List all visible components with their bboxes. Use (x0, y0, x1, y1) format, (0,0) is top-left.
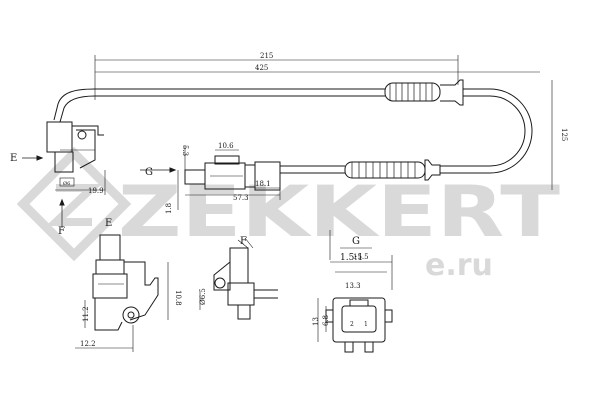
dim-12-2: 12.2 (80, 340, 96, 348)
dim-bracket: Ø6 (63, 180, 70, 187)
dim-10-6: 10.6 (218, 142, 234, 150)
dim-13: 13 (312, 317, 320, 326)
pin-labels: 2 1 (350, 321, 368, 328)
pin-1: 1 (364, 321, 368, 328)
dim-6-8: 6.8 (322, 315, 330, 326)
dim-18-1: 18.1 (255, 180, 271, 188)
watermark-brand: ZEKKERT (118, 171, 560, 253)
dim-5-3: 5.3 (181, 145, 189, 156)
dim-15-5: 15.5 (353, 253, 369, 261)
watermark-logo (16, 146, 132, 262)
view-g-connector (317, 230, 393, 353)
view-title-g: G (352, 236, 360, 247)
view-f-sensor (199, 237, 278, 320)
arrow-label-e: E (10, 153, 17, 164)
view-labels: E G F E F G 1.5:1 (10, 153, 363, 263)
dim-215: 215 (260, 52, 273, 60)
dimension-labels: 215 425 125 10.6 5.3 18.1 57.3 1.8 19.9 … (63, 52, 568, 348)
arrow-label-g: G (145, 167, 153, 178)
dim-19-9: 19.9 (88, 187, 104, 195)
view-e-sensor (75, 234, 169, 352)
dim-13-3: 13.3 (345, 282, 361, 290)
dim-425: 425 (255, 64, 268, 72)
view-scale-g: 1.5:1 (340, 253, 363, 263)
arrow-label-f: F (58, 226, 65, 237)
dim-125: 125 (560, 128, 568, 141)
dim-phi-6-5: Ø6.5 (199, 288, 207, 305)
main-sensor-cable (22, 55, 553, 228)
watermark-url: e.ru (425, 248, 493, 283)
dim-1-8: 1.8 (165, 203, 173, 214)
dim-11-2: 11.2 (82, 306, 90, 322)
watermark: ZEKKERT e.ru (16, 146, 560, 283)
dim-57-3: 57.3 (233, 194, 249, 202)
pin-2: 2 (350, 321, 354, 328)
view-title-e: E (105, 218, 112, 229)
view-title-f: F (240, 236, 247, 247)
dim-10-8: 10.8 (174, 290, 182, 306)
